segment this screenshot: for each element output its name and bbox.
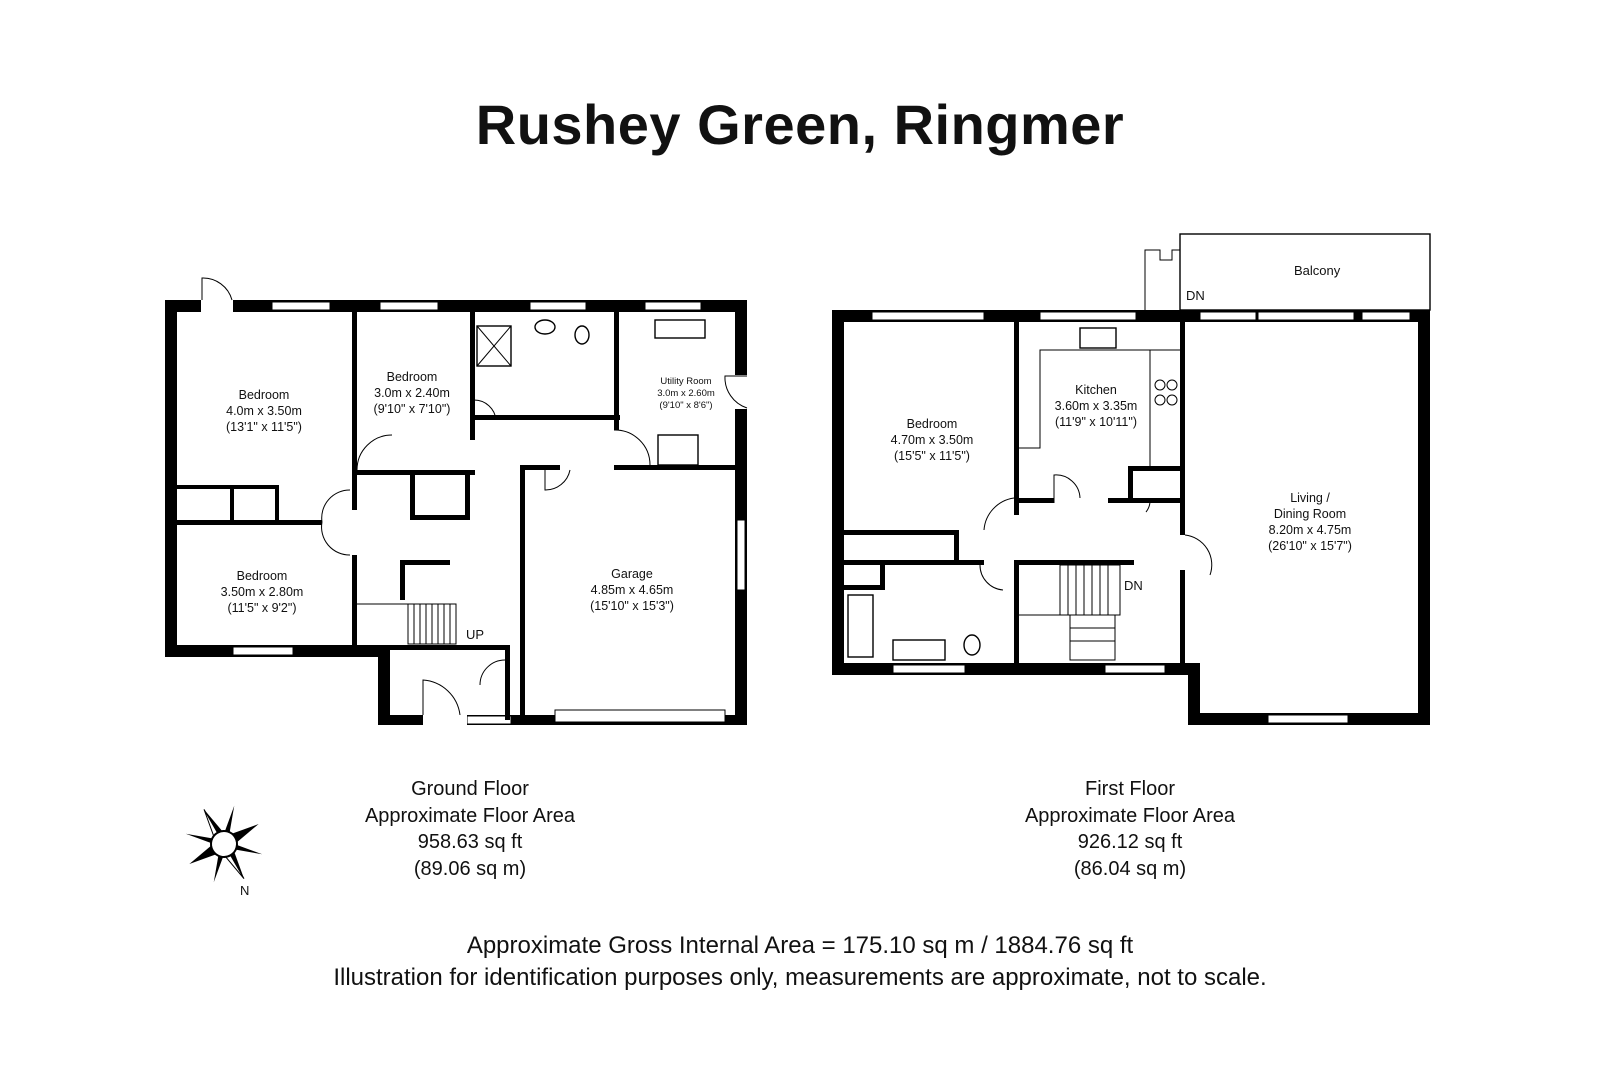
first-floor-plan: Balcony DN Bedroom 4.70m x 3.50m (15'5" … — [832, 233, 1431, 725]
gf-garage-name: Garage — [611, 567, 653, 581]
gf-bedroom-1-name: Bedroom — [239, 388, 290, 402]
ground-floor-name: Ground Floor — [411, 778, 529, 800]
ff-balcony-label: Balcony — [1294, 263, 1341, 278]
ff-bedroom-name: Bedroom — [907, 417, 958, 431]
ff-kitchen-metric: 3.60m x 3.35m — [1055, 399, 1138, 413]
first-floor-name: First Floor — [1085, 778, 1175, 800]
ff-balcony-stairs-label: DN — [1186, 288, 1205, 303]
ground-floor-area-label: Approximate Floor Area — [364, 804, 576, 827]
gf-stairs-up-label: UP — [466, 627, 484, 642]
ground-floor-area-block: Ground Floor Approximate Floor Area 958.… — [330, 776, 610, 882]
gf-bedroom-1-metric: 4.0m x 3.50m — [226, 404, 302, 418]
gross-internal-area: Approximate Gross Internal Area = 175.10… — [466, 932, 1134, 959]
compass-rose-icon — [185, 805, 263, 883]
gf-utility-imperial: (9'10" x 8'6") — [659, 400, 712, 411]
compass-north-label: N — [240, 883, 249, 898]
ff-living-name-2: Dining Room — [1274, 507, 1346, 521]
gf-garage-metric: 4.85m x 4.65m — [591, 583, 674, 597]
disclaimer: Illustration for identification purposes… — [333, 964, 1267, 991]
ff-kitchen-name: Kitchen — [1075, 383, 1117, 397]
gf-garage-imperial: (15'10" x 15'3") — [590, 599, 674, 613]
first-floor-area-sqm: (86.04 sq m) — [1073, 857, 1187, 880]
ff-stairs-down-label: DN — [1124, 578, 1143, 593]
gf-bedroom-3-name: Bedroom — [237, 569, 288, 583]
first-floor-area-sqft: 926.12 sq ft — [1077, 831, 1183, 853]
ff-living-metric: 8.20m x 4.75m — [1269, 523, 1352, 537]
gf-bedroom-3-metric: 3.50m x 2.80m — [221, 585, 304, 599]
plan-title: Rushey Green, Ringmer — [475, 93, 1125, 156]
gf-bedroom-3-imperial: (11'5" x 9'2") — [227, 601, 296, 615]
ff-bedroom-metric: 4.70m x 3.50m — [891, 433, 974, 447]
gf-bedroom-2-imperial: (9'10" x 7'10") — [374, 402, 451, 416]
ground-floor-area-sqm: (89.06 sq m) — [413, 857, 527, 880]
gf-utility-metric: 3.0m x 2.60m — [657, 388, 715, 399]
first-floor-area-block: First Floor Approximate Floor Area 926.1… — [990, 776, 1270, 882]
ground-floor-plan: Bedroom 4.0m x 3.50m (13'1" x 11'5") Bed… — [165, 277, 748, 725]
gf-bedroom-2-name: Bedroom — [387, 370, 438, 384]
gf-utility-name: Utility Room — [660, 376, 711, 387]
ff-living-name-1: Living / — [1290, 491, 1330, 505]
ground-floor-area-sqft: 958.63 sq ft — [417, 831, 523, 853]
gf-bedroom-2-metric: 3.0m x 2.40m — [374, 386, 450, 400]
ff-living-imperial: (26'10" x 15'7") — [1268, 539, 1352, 553]
gf-bedroom-1-imperial: (13'1" x 11'5") — [226, 420, 302, 434]
first-floor-area-label: Approximate Floor Area — [1024, 804, 1236, 827]
ff-kitchen-imperial: (11'9" x 10'11") — [1055, 415, 1137, 429]
ff-bedroom-imperial: (15'5" x 11'5") — [894, 449, 970, 463]
